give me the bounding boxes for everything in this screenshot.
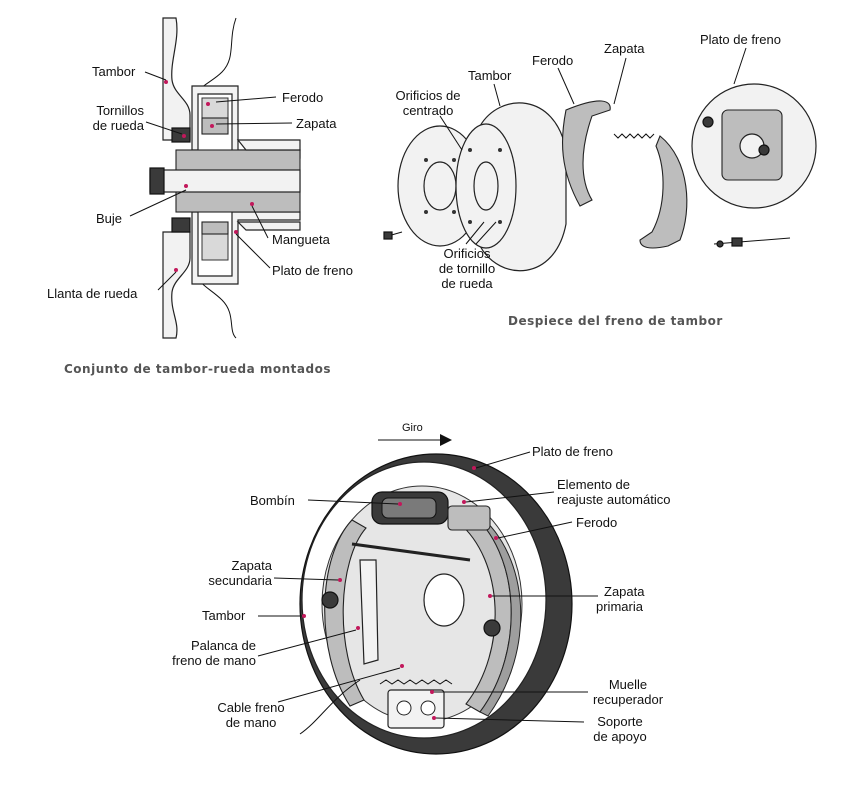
label-soporte-line1: Soporte bbox=[597, 714, 643, 729]
label-bombin: Bombín bbox=[250, 493, 295, 508]
label-muelle-line2: recuperador bbox=[592, 692, 664, 707]
label-orificios-tornillo-line2: de tornillo bbox=[438, 261, 496, 276]
label-giro: Giro bbox=[402, 422, 423, 434]
label-zapata-primaria-line2: primaria bbox=[596, 599, 643, 614]
label-zapata-primaria-line1: Zapata bbox=[604, 584, 645, 599]
label-orificios-centrado-line1: Orificios de bbox=[395, 88, 461, 103]
primary-lining bbox=[469, 511, 522, 717]
handbrake-cable bbox=[299, 679, 361, 735]
label-cable-line1: Cable freno bbox=[217, 700, 285, 715]
label-llanta: Llanta de rueda bbox=[47, 286, 138, 301]
label-muelle-line1: Muelle bbox=[608, 677, 648, 692]
label-buje: Buje bbox=[96, 211, 123, 226]
label-zapata: Zapata bbox=[296, 116, 337, 131]
adjuster-rod bbox=[351, 542, 471, 562]
brake-drum-center bbox=[473, 161, 499, 211]
label-tambor-bottom: Tambor bbox=[202, 608, 246, 623]
secondary-shoe bbox=[324, 519, 367, 707]
handbrake-lever bbox=[359, 559, 379, 665]
hub-hole bbox=[423, 573, 465, 627]
brake-shoe-left bbox=[561, 100, 611, 207]
label-tornillos-line2: de rueda bbox=[92, 118, 144, 133]
hub-axle bbox=[149, 169, 301, 193]
label-palanca-line1: Palanca de bbox=[190, 638, 256, 653]
label-tambor: Tambor bbox=[92, 64, 136, 79]
assembly-cross-section bbox=[129, 17, 301, 339]
caption-exploded: Despiece del freno de tambor bbox=[508, 314, 723, 328]
lower-shoe bbox=[201, 221, 229, 235]
label-ferodo-exploded: Ferodo bbox=[532, 53, 574, 68]
caption-assembly: Conjunto de tambor-rueda montados bbox=[64, 362, 331, 376]
label-tornillos-line1: Tornillos bbox=[96, 103, 144, 118]
drum-face-hub bbox=[423, 161, 457, 211]
label-plato-freno-exploded: Plato de freno bbox=[700, 32, 781, 47]
wheel-rim-lower bbox=[162, 231, 191, 339]
wheel-bolt-upper bbox=[171, 127, 191, 143]
exploded-view bbox=[383, 47, 817, 272]
auto-adjuster bbox=[447, 505, 491, 531]
label-palanca-line2: freno de mano bbox=[172, 653, 256, 668]
bottom-return-spring bbox=[379, 679, 453, 685]
anchor-support bbox=[387, 689, 445, 729]
label-orificios-tornillo-line3: de rueda bbox=[441, 276, 493, 291]
label-ferodo-bottom: Ferodo bbox=[576, 515, 618, 530]
brake-shoe-right bbox=[639, 135, 688, 249]
upper-shoe bbox=[201, 117, 229, 135]
wheel-rim bbox=[162, 17, 191, 141]
label-plato-freno-bottom: Plato de freno bbox=[532, 444, 613, 459]
label-cable-line2: de mano bbox=[225, 715, 277, 730]
label-tambor-exploded: Tambor bbox=[468, 68, 512, 83]
steering-knuckle bbox=[236, 139, 301, 231]
label-zapata-secundaria-line2: secundaria bbox=[208, 573, 272, 588]
label-soporte-line2: de apoyo bbox=[593, 729, 647, 744]
hub-nut bbox=[149, 167, 165, 195]
return-spring bbox=[613, 133, 655, 139]
label-elemento-line2: reajuste automático bbox=[557, 492, 671, 507]
label-orificios-tornillo-line1: Orificios bbox=[443, 246, 491, 261]
wheel-bolt-lower bbox=[171, 217, 191, 233]
label-orificios-centrado-line2: centrado bbox=[402, 103, 454, 118]
assembled-brake-view bbox=[257, 434, 598, 755]
label-zapata-exploded: Zapata bbox=[604, 41, 645, 56]
rotation-arrow-head bbox=[440, 434, 452, 446]
label-zapata-secundaria-line1: Zapata bbox=[231, 558, 272, 573]
label-mangueta: Mangueta bbox=[272, 232, 330, 247]
label-ferodo: Ferodo bbox=[282, 90, 324, 105]
label-plato-freno: Plato de freno bbox=[272, 263, 353, 278]
lower-lining bbox=[201, 233, 229, 261]
label-elemento-line1: Elemento de bbox=[557, 477, 630, 492]
